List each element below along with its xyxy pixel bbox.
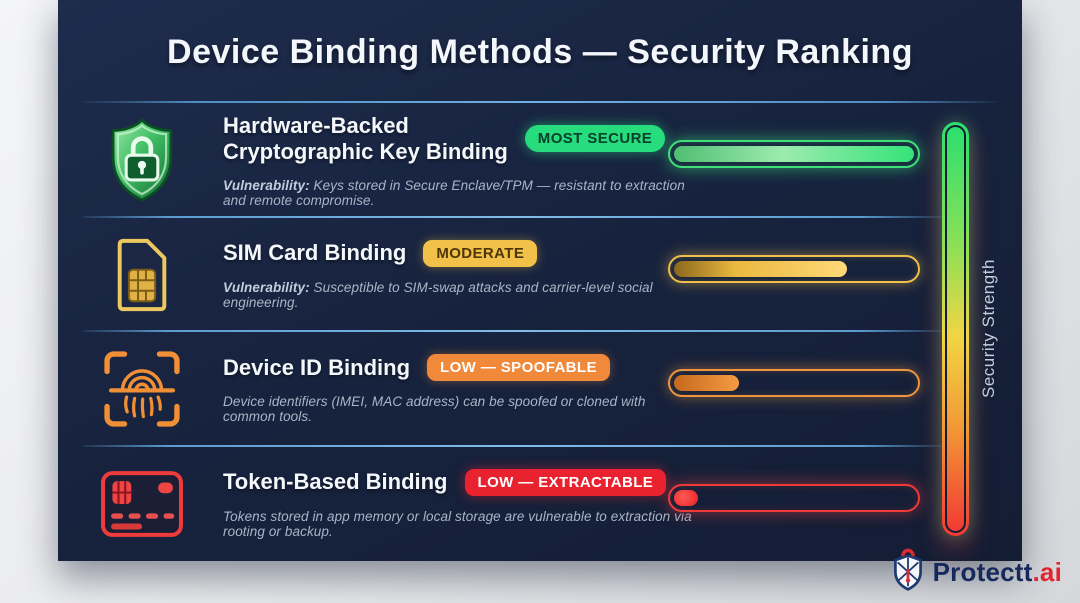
method-row-token: Token-Based Binding LOW — EXTRACTABLE To… [83, 447, 997, 562]
status-badge: MODERATE [423, 239, 538, 267]
strength-bar-fill [674, 260, 847, 277]
main-panel: Device Binding Methods — Security Rankin… [58, 0, 1022, 561]
sim-card-icon [83, 233, 201, 317]
strength-bar-fill [674, 146, 914, 162]
strength-bar [668, 483, 920, 512]
vulnerability-text: Vulnerability: Keys stored in Secure Enc… [223, 177, 685, 208]
security-axis-bar [942, 122, 969, 536]
status-badge: MOST SECURE [524, 125, 666, 153]
status-badge: LOW — SPOOFABLE [427, 354, 610, 382]
method-content: Device ID Binding LOW — SPOOFABLE Device… [223, 354, 693, 424]
strength-bar [668, 369, 920, 397]
strength-bar [668, 140, 920, 168]
fingerprint-icon [83, 346, 201, 432]
method-row-sim: SIM Card Binding MODERATE Vulnerability:… [83, 218, 997, 333]
method-title: SIM Card Binding [223, 240, 407, 266]
status-badge: LOW — EXTRACTABLE [464, 468, 667, 496]
method-content: Token-Based Binding LOW — EXTRACTABLE To… [223, 468, 693, 539]
security-axis-label: Security Strength [979, 259, 998, 399]
brand-name: Protectt.ai [932, 557, 1062, 587]
shield-lock-icon [83, 116, 201, 204]
vulnerability-text: Vulnerability: Susceptible to SIM-swap a… [223, 279, 653, 310]
strength-bar [668, 254, 920, 283]
card-token-icon [83, 468, 201, 540]
strength-bar-fill [674, 375, 739, 391]
method-content: SIM Card Binding MODERATE Vulnerability:… [223, 239, 693, 310]
method-title: Device ID Binding [223, 354, 411, 380]
page-title: Device Binding Methods — Security Rankin… [167, 33, 913, 71]
method-title: Token-Based Binding [223, 469, 448, 495]
vulnerability-text: Tokens stored in app memory or local sto… [223, 508, 692, 539]
vulnerability-text: Device identifiers (IMEI, MAC address) c… [223, 394, 646, 425]
header-divider [83, 101, 997, 103]
brand-shield-icon [890, 548, 926, 597]
brand-logo: Protectt.ai [890, 548, 1062, 597]
strength-bar-fill [674, 489, 698, 506]
method-row-device-id: Device ID Binding LOW — SPOOFABLE Device… [83, 332, 997, 447]
